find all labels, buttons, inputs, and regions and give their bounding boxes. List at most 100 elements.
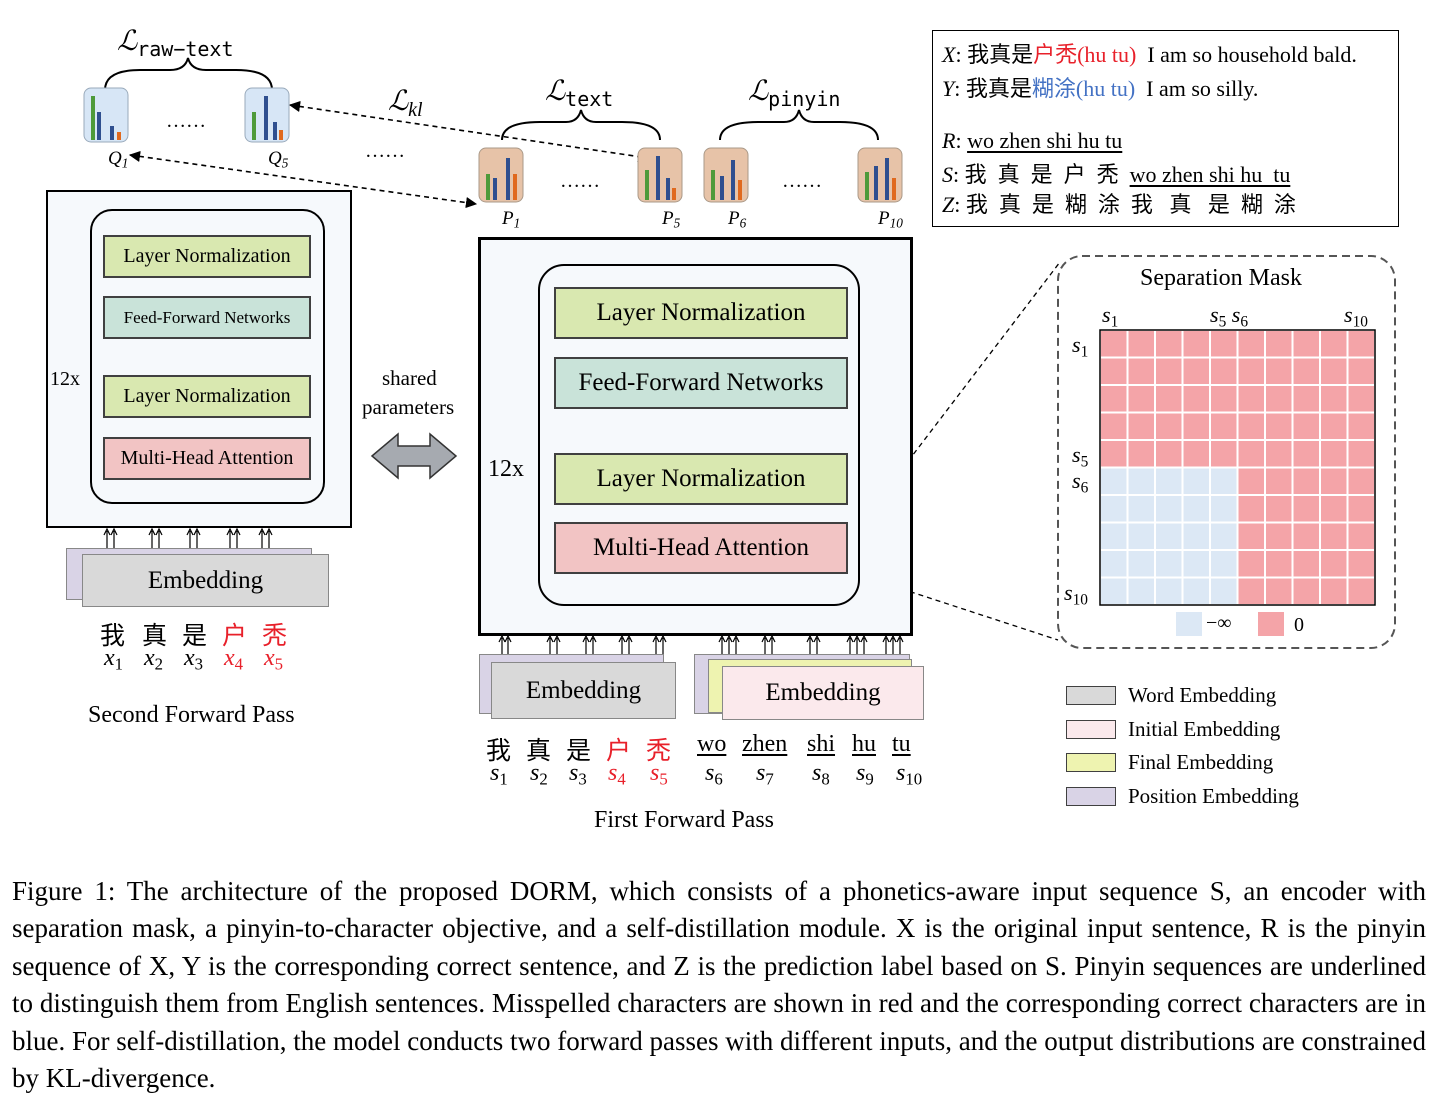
mask-cell-zero <box>1346 521 1376 551</box>
separation-mask-grid <box>1099 329 1376 606</box>
second-pass-var-3: x3 <box>184 645 204 674</box>
mask-cell-zero <box>1236 466 1266 496</box>
mask-cell-zero <box>1236 549 1266 579</box>
mask-cell-zero <box>1181 439 1211 469</box>
first-pass-pinyin-2: zhen <box>742 731 788 757</box>
mask-cell-neg-inf <box>1126 576 1156 606</box>
mask-cell-neg-inf <box>1099 549 1129 579</box>
mask-cell-zero <box>1126 356 1156 386</box>
mask-cell-zero <box>1154 356 1184 386</box>
label-q1: Q1 <box>108 148 129 171</box>
mask-cell-zero <box>1126 384 1156 414</box>
second-pass-char-5: 秃 <box>262 621 288 650</box>
mask-cell-zero <box>1346 411 1376 441</box>
mask-cell-zero <box>1291 494 1321 524</box>
mask-top-label-s10: s10 <box>1344 302 1368 331</box>
brace-pinyin <box>719 109 879 141</box>
mask-cell-zero <box>1236 411 1266 441</box>
diagram-graphics <box>83 57 1396 658</box>
mask-cell-zero <box>1181 411 1211 441</box>
first-pass-pinyin-4: hu <box>852 731 876 757</box>
mask-cell-neg-inf <box>1154 494 1184 524</box>
mask-left-label-s10: s10 <box>1064 580 1088 609</box>
mask-cell-zero <box>1264 439 1294 469</box>
mask-cell-neg-inf <box>1209 466 1239 496</box>
mask-cell-zero <box>1346 329 1376 359</box>
second-pass-var-4: x4 <box>224 645 244 674</box>
mask-cell-zero <box>1154 439 1184 469</box>
label-p6: P6 <box>728 208 747 231</box>
mask-cell-zero <box>1346 356 1376 386</box>
mask-cell-zero <box>1099 356 1129 386</box>
mask-cell-zero <box>1346 549 1376 579</box>
mask-cell-zero <box>1346 466 1376 496</box>
mask-cell-zero <box>1154 384 1184 414</box>
dist-icon-p5 <box>637 147 683 203</box>
first-pass-char-5: 秃 <box>646 736 672 765</box>
mask-left-label-s1: s1 <box>1072 332 1089 361</box>
mask-left-label-s6: s6 <box>1072 468 1089 497</box>
loss-text-label: ℒtext <box>545 76 614 111</box>
mask-cell-neg-inf <box>1154 549 1184 579</box>
ellipsis-p-text: …… <box>560 170 600 192</box>
mask-cell-neg-inf <box>1126 494 1156 524</box>
loss-kl-label: ℒkl <box>388 86 423 121</box>
first-pass-char-3: 是 <box>566 736 592 765</box>
mask-cell-zero <box>1099 384 1129 414</box>
first-pass-feed-forward: Feed-Forward Networks <box>554 357 848 409</box>
mask-cell-zero <box>1319 439 1349 469</box>
mask-cell-zero <box>1264 466 1294 496</box>
loss-pinyin-label: ℒpinyin <box>748 76 841 111</box>
legend-position-embedding: Position Embedding <box>1066 784 1299 809</box>
mask-cell-neg-inf <box>1154 521 1184 551</box>
mask-cell-zero <box>1264 494 1294 524</box>
second-pass-layer-norm-top: Layer Normalization <box>103 235 311 278</box>
mask-cell-neg-inf <box>1181 549 1211 579</box>
first-pass-pinyin-5: tu <box>892 731 911 757</box>
first-pass-pinyin-1: wo <box>697 731 727 757</box>
mask-cell-neg-inf <box>1099 494 1129 524</box>
mask-cell-zero <box>1319 466 1349 496</box>
first-pass-var-9: s9 <box>856 760 874 789</box>
dist-icon-p1 <box>478 147 524 203</box>
mask-cell-neg-inf <box>1126 521 1156 551</box>
mask-cell-neg-inf <box>1099 521 1129 551</box>
mask-cell-zero <box>1236 521 1266 551</box>
mask-cell-zero <box>1181 356 1211 386</box>
mask-legend-neg-label: −∞ <box>1206 612 1232 634</box>
mask-cell-zero <box>1291 411 1321 441</box>
label-q5: Q5 <box>268 148 289 171</box>
first-pass-var-4: s4 <box>608 760 626 789</box>
mask-cell-zero <box>1291 384 1321 414</box>
second-pass-title: Second Forward Pass <box>88 702 295 728</box>
mask-cell-zero <box>1319 521 1349 551</box>
mask-cell-neg-inf <box>1209 576 1239 606</box>
mask-cell-zero <box>1236 384 1266 414</box>
example-box <box>932 30 1399 227</box>
mask-cell-neg-inf <box>1099 466 1129 496</box>
example-r-line: R: wo zhen shi hu tu <box>942 128 1123 153</box>
mask-cell-neg-inf <box>1126 466 1156 496</box>
mask-cell-neg-inf <box>1181 466 1211 496</box>
mask-cell-zero <box>1264 384 1294 414</box>
loss-raw-text-label: ℒraw−text <box>117 26 234 61</box>
mask-cell-zero <box>1291 356 1321 386</box>
mask-cell-zero <box>1236 329 1266 359</box>
mask-cell-zero <box>1264 576 1294 606</box>
second-pass-word-embedding: Embedding <box>82 554 329 607</box>
mask-cell-zero <box>1099 411 1129 441</box>
brace-raw-text <box>104 57 273 91</box>
mask-cell-zero <box>1319 411 1349 441</box>
mask-cell-zero <box>1154 329 1184 359</box>
mask-cell-zero <box>1319 549 1349 579</box>
example-z-line: Z: 我 真 是 糊 涂 我 真 是 糊 涂 <box>942 192 1296 217</box>
legend-position-swatch <box>1066 787 1116 806</box>
kl-arrow-q1-p1 <box>128 150 478 209</box>
mask-cell-neg-inf <box>1181 521 1211 551</box>
dist-icon-p10 <box>857 147 903 203</box>
first-pass-var-7: s7 <box>756 760 774 789</box>
first-pass-multi-head-attention: Multi-Head Attention <box>554 522 848 574</box>
mask-cell-zero <box>1291 576 1321 606</box>
mask-cell-zero <box>1236 439 1266 469</box>
mask-cell-zero <box>1291 439 1321 469</box>
